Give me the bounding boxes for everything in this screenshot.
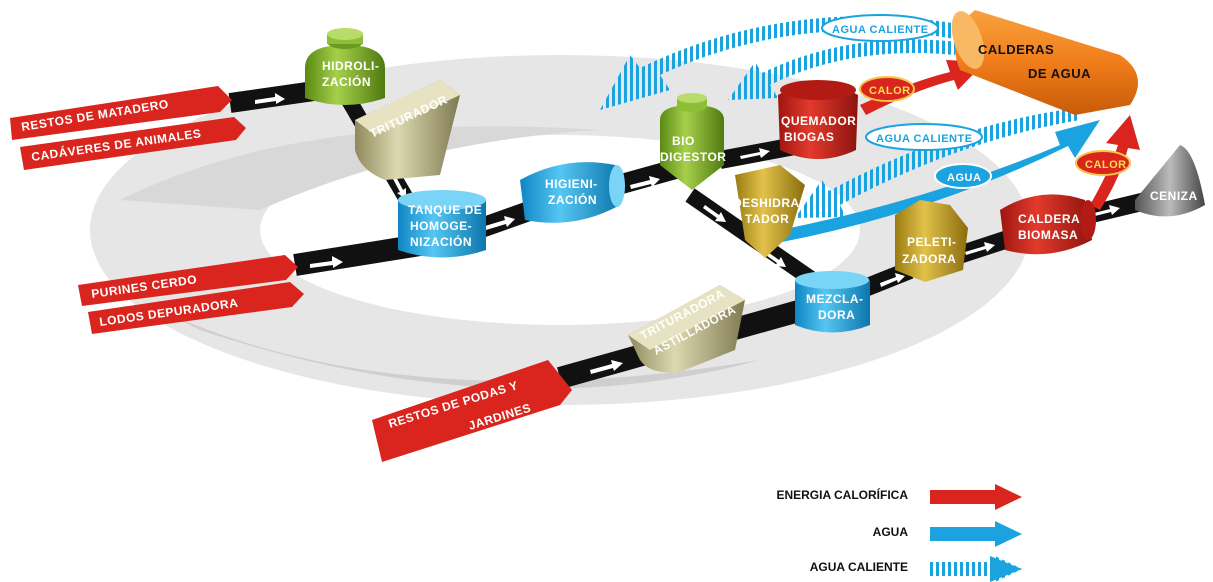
legend-agua-label: AGUA	[873, 525, 909, 539]
agua-text: AGUA	[947, 172, 981, 184]
label-agua-caliente-mid: AGUA CALIENTE	[865, 123, 983, 151]
node-tanque: TANQUE DE HOMOGE- NIZACIÓN	[398, 190, 486, 258]
node-deshidratador-label-1: DESHIDRA-	[733, 196, 804, 210]
label-calor-2: CALOR	[1075, 150, 1131, 176]
water-arrow	[780, 120, 1100, 242]
legend-energia-label: ENERGIA CALORÍFICA	[776, 487, 908, 502]
node-hidrolizacion-label-1: HIDROLI-	[322, 59, 379, 73]
node-quemador: QUEMADOR BIOGAS	[778, 80, 858, 159]
node-caldera-biomasa-label-2: BIOMASA	[1018, 228, 1078, 242]
legend-energia-arrow	[930, 484, 1022, 510]
legend-agua-arrow	[930, 521, 1022, 547]
node-tanque-label-3: NIZACIÓN	[410, 234, 472, 249]
node-peletizadora-label-1: PELETI-	[907, 235, 957, 249]
node-higienizacion-label-2: ZACIÓN	[548, 192, 597, 207]
node-mezcladora: MEZCLA- DORA	[795, 271, 870, 333]
node-deshidratador-label-2: TADOR	[745, 212, 789, 226]
node-tanque-label-1: TANQUE DE	[408, 203, 482, 217]
node-biodigestor: BIO DIGESTOR	[660, 93, 726, 190]
node-peletizadora: PELETI- ZADORA	[895, 200, 968, 282]
calor-1-text: CALOR	[869, 85, 911, 97]
node-calderas-label-1: CALDERAS	[978, 42, 1054, 57]
node-deshidratador: DESHIDRA- TADOR	[733, 165, 805, 258]
node-ceniza: CENIZA	[1135, 145, 1205, 217]
node-mezcladora-label-2: DORA	[818, 308, 855, 322]
node-mezcladora-label-1: MEZCLA-	[806, 292, 864, 306]
legend: ENERGIA CALORÍFICA AGUA AGUA CALIENTE	[776, 484, 1022, 582]
node-caldera-biomasa-label-1: CALDERA	[1018, 212, 1080, 226]
node-biodigestor-label-2: DIGESTOR	[660, 150, 726, 164]
agua-caliente-top-text: AGUA CALIENTE	[832, 24, 929, 36]
node-higienizacion-label-1: HIGIENI-	[545, 177, 598, 191]
legend-agua-caliente-label: AGUA CALIENTE	[810, 560, 908, 574]
node-quemador-label-2: BIOGAS	[784, 130, 834, 144]
calor-2-text: CALOR	[1085, 159, 1127, 171]
label-agua-caliente-top: AGUA CALIENTE	[821, 14, 939, 42]
hot-water-arrow-mid	[795, 108, 1080, 218]
node-higienizacion: HIGIENI- ZACIÓN	[520, 162, 625, 223]
node-hidrolizacion: HIDROLI- ZACIÓN	[305, 28, 385, 105]
node-ceniza-label: CENIZA	[1150, 189, 1198, 203]
node-biodigestor-label-1: BIO	[672, 134, 695, 148]
label-calor-1: CALOR	[859, 76, 915, 102]
label-agua: AGUA	[934, 163, 992, 189]
node-hidrolizacion-label-2: ZACIÓN	[322, 74, 371, 89]
agua-caliente-mid-text: AGUA CALIENTE	[876, 133, 973, 145]
node-calderas-label-2: DE AGUA	[1028, 66, 1091, 81]
node-peletizadora-label-2: ZADORA	[902, 252, 956, 266]
node-calderas-agua: CALDERAS DE AGUA	[951, 10, 1138, 115]
node-tanque-label-2: HOMOGE-	[410, 219, 472, 233]
node-quemador-label-1: QUEMADOR	[781, 114, 856, 128]
node-caldera-biomasa: CALDERA BIOMASA	[1000, 194, 1096, 255]
